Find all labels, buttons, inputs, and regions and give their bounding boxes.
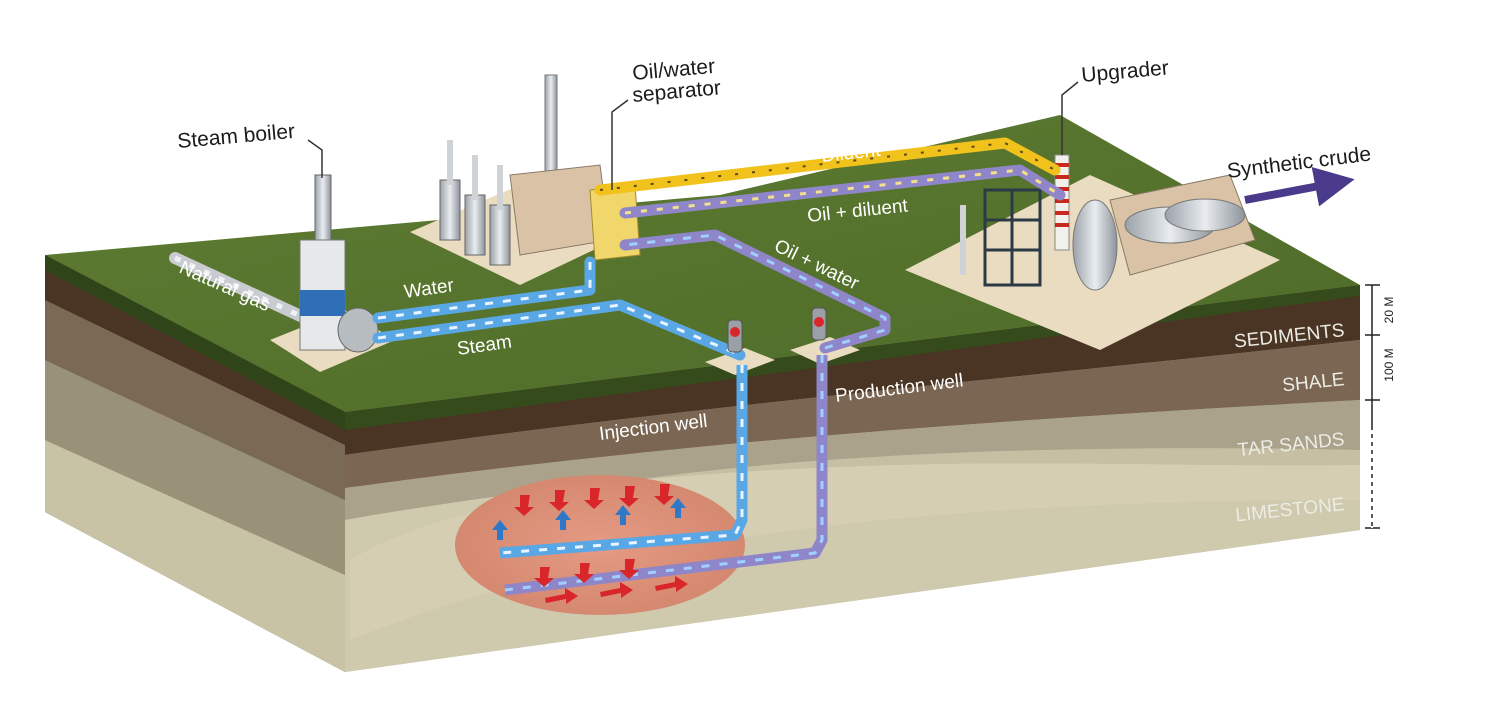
synthetic-crude-arrow [1244,167,1355,207]
separator-towers [439,140,511,266]
steam-chamber-arrows [492,484,688,604]
front-face [45,255,345,672]
layer-shale [345,340,1360,488]
callout-leaders [307,81,1079,190]
upgrader-red-stripes [1055,163,1069,227]
natural-gas-pipe [169,252,311,324]
steam-boiler [299,174,379,353]
label-synthetic-crude: Synthetic crude [1226,142,1372,182]
red-right-arrows [545,576,688,604]
depth-scale: 20 M 100 M [1365,284,1396,529]
separator-plant [439,74,641,266]
label-steam-boiler: Steam boiler [176,120,295,153]
scale-label-20m: 20 M [1382,297,1396,324]
upgrader-plant [960,154,1256,291]
scale-label-100m: 100 M [1382,348,1396,381]
injection-wellpad [705,348,775,375]
diluent-pipe [594,137,1061,196]
red-down-arrows [514,484,674,587]
label-upgrader: Upgrader [1080,56,1169,87]
production-well [504,307,828,596]
injection-well [499,319,748,559]
blue-up-arrows [492,498,686,540]
water-pipe [372,256,596,324]
